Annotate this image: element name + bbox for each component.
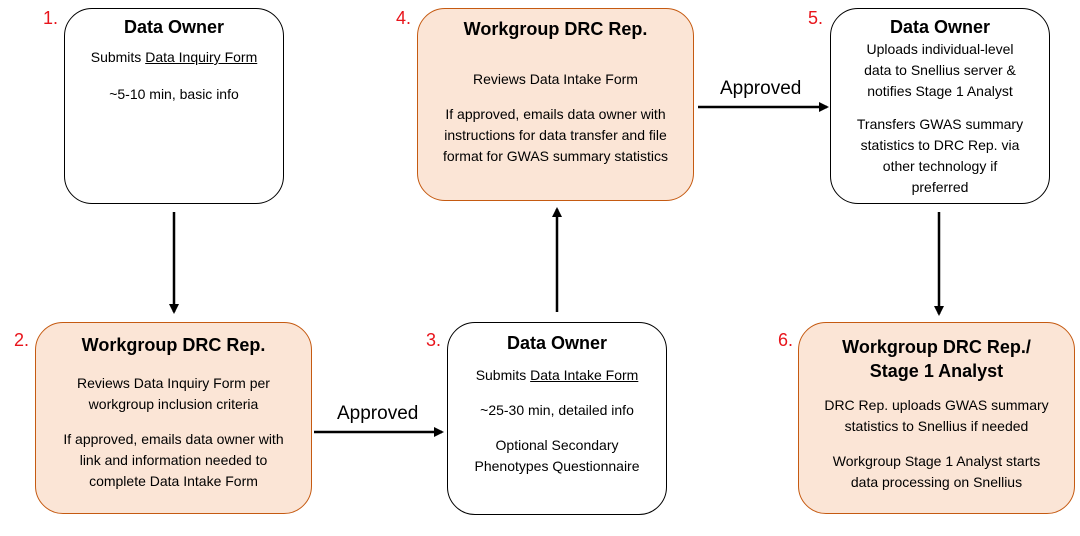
step-number-1: 1.: [43, 8, 59, 28]
step-1-box: Data Owner Submits Data Inquiry Form ~5-…: [64, 8, 284, 204]
approved-label-4-5: Approved: [720, 78, 802, 99]
step-number-6: 6.: [778, 330, 794, 350]
data-intake-form-link: Data Intake Form: [530, 367, 639, 383]
step-1-time: ~5-10 min, basic info: [109, 86, 239, 102]
step-4-title: Workgroup DRC Rep.: [463, 19, 648, 39]
step-5-title: Data Owner: [889, 17, 991, 37]
step-3-title: Data Owner: [506, 333, 608, 353]
step-3-box: Data Owner Submits Data Intake Form ~25-…: [447, 322, 667, 515]
step-number-2: 2.: [14, 330, 30, 350]
step-3-time: ~25-30 min, detailed info: [480, 402, 634, 418]
approved-label-2-3: Approved: [337, 403, 419, 424]
step-2-box: Workgroup DRC Rep. Reviews Data Inquiry …: [35, 322, 312, 514]
step-4-box: Workgroup DRC Rep. Reviews Data Intake F…: [417, 8, 694, 201]
step-6-title-line2: Stage 1 Analyst: [869, 361, 1004, 381]
step-number-4: 4.: [396, 8, 412, 28]
step-5-box: Data Owner Uploads individual-level data…: [830, 8, 1050, 204]
data-inquiry-form-link: Data Inquiry Form: [145, 49, 258, 65]
step-2-title: Workgroup DRC Rep.: [81, 335, 266, 355]
step-6-box: Workgroup DRC Rep./ Stage 1 Analyst DRC …: [798, 322, 1075, 514]
step-number-3: 3.: [426, 330, 442, 350]
step-6-title-line1: Workgroup DRC Rep./: [842, 337, 1031, 357]
step-number-5: 5.: [808, 8, 824, 28]
step-1-title: Data Owner: [123, 17, 225, 37]
